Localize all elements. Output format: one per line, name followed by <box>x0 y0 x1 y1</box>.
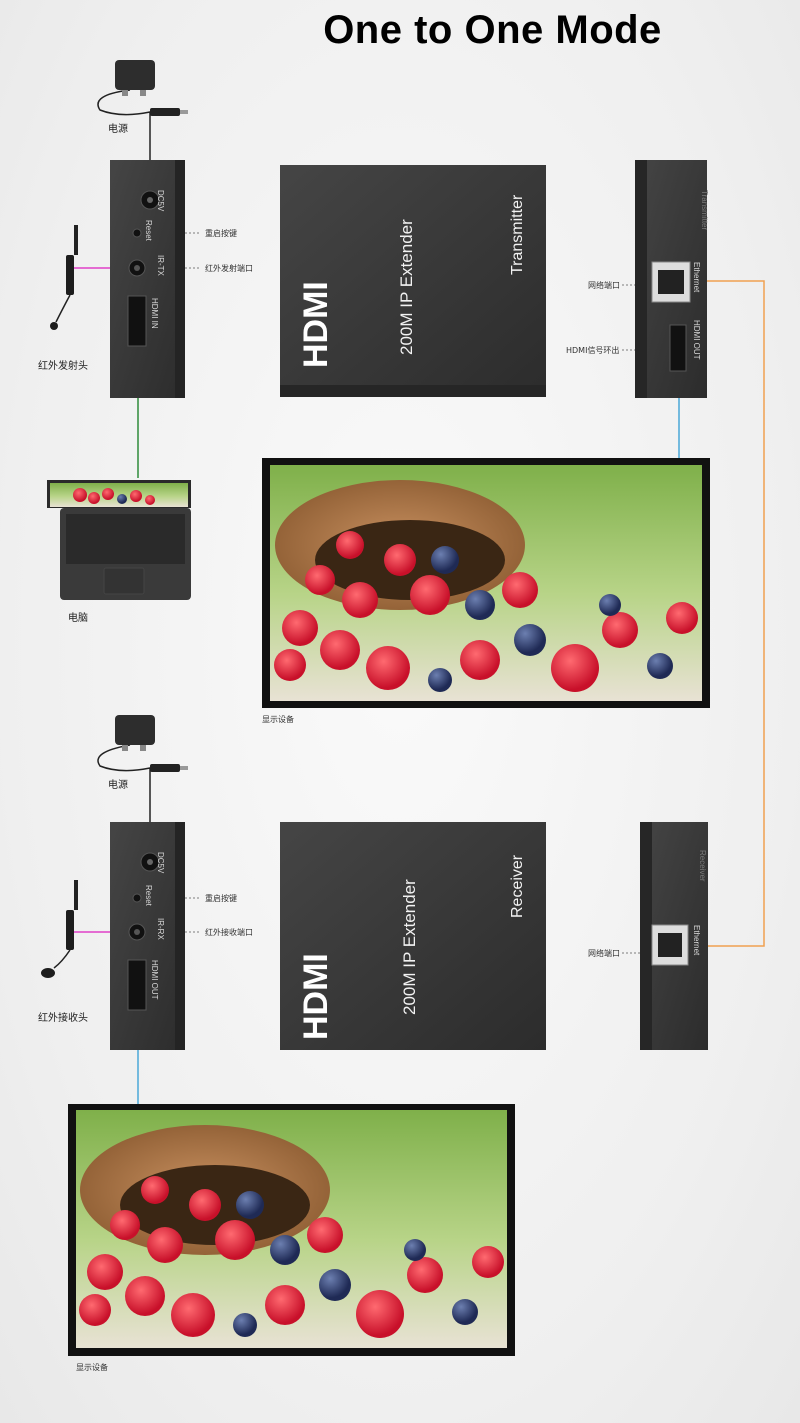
tx-power-label: 电源 <box>108 122 128 135</box>
tx-hdmi-logo: HDMI <box>297 281 335 368</box>
rx-front-panel <box>110 822 185 1050</box>
tx-power-adapter <box>115 60 188 116</box>
rx-side-panel <box>640 822 708 1050</box>
rx-hdmi-logo: HDMI <box>297 953 335 1040</box>
rx-port-ir: IR-RX <box>156 918 165 940</box>
tx-hdmi-out-port: HDMI OUT <box>692 320 701 360</box>
ir-receiver <box>41 880 78 978</box>
rx-ir-port-label: 红外接收端口 <box>205 927 253 937</box>
rx-eth-port: Ethernet <box>692 925 701 956</box>
tx-display <box>262 458 710 708</box>
tx-port-ir: IR-TX <box>156 255 165 277</box>
tx-eth-port: Ethernet <box>692 262 701 293</box>
tx-main-box <box>280 165 546 397</box>
tx-reset-label: 重启按键 <box>205 228 237 238</box>
ir-emitter <box>50 225 78 330</box>
tx-ir-port-label: 红外发射端口 <box>205 263 253 273</box>
tx-power-cable <box>97 89 151 175</box>
rx-port-hdmi-out: HDMI OUT <box>150 960 159 1000</box>
tx-display-label: 显示设备 <box>262 714 294 724</box>
rx-port-dc: DC5V <box>156 852 165 874</box>
tx-unit-name: Transmitter <box>509 194 526 275</box>
tx-net-port-label: 网络端口 <box>588 280 620 290</box>
rx-main-box <box>280 822 546 1050</box>
rx-ir-head-label: 红外接收头 <box>38 1011 88 1024</box>
rx-power-label: 电源 <box>108 778 128 791</box>
rx-product-name: 200M IP Extender <box>400 879 419 1015</box>
tx-port-dc: DC5V <box>156 190 165 212</box>
rx-side-name: Receiver <box>698 850 707 882</box>
page-title: One to One Mode <box>323 8 662 52</box>
tx-side-name: Transmitter <box>700 190 709 230</box>
tx-front-panel <box>110 160 185 398</box>
tx-side-panel <box>635 160 707 398</box>
tx-ir-head-label: 红外发射头 <box>38 359 88 372</box>
rx-reset-label: 重启按键 <box>205 893 237 903</box>
tx-port-reset: Reset <box>144 220 153 242</box>
computer-label: 电脑 <box>68 611 88 624</box>
rx-port-reset: Reset <box>144 885 153 907</box>
rx-unit-name: Receiver <box>509 854 526 918</box>
rx-power-adapter <box>115 715 188 772</box>
rx-display-label: 显示设备 <box>76 1362 108 1372</box>
rx-net-port-label: 网络端口 <box>588 948 620 958</box>
tx-loop-label: HDMI信号环出 <box>566 345 619 355</box>
ethernet-cable <box>677 280 765 947</box>
laptop-icon <box>47 480 191 600</box>
rx-display <box>68 1104 515 1356</box>
tx-port-hdmi-in: HDMI IN <box>150 298 159 329</box>
tx-product-name: 200M IP Extender <box>397 219 416 355</box>
rx-power-cable <box>97 744 151 840</box>
